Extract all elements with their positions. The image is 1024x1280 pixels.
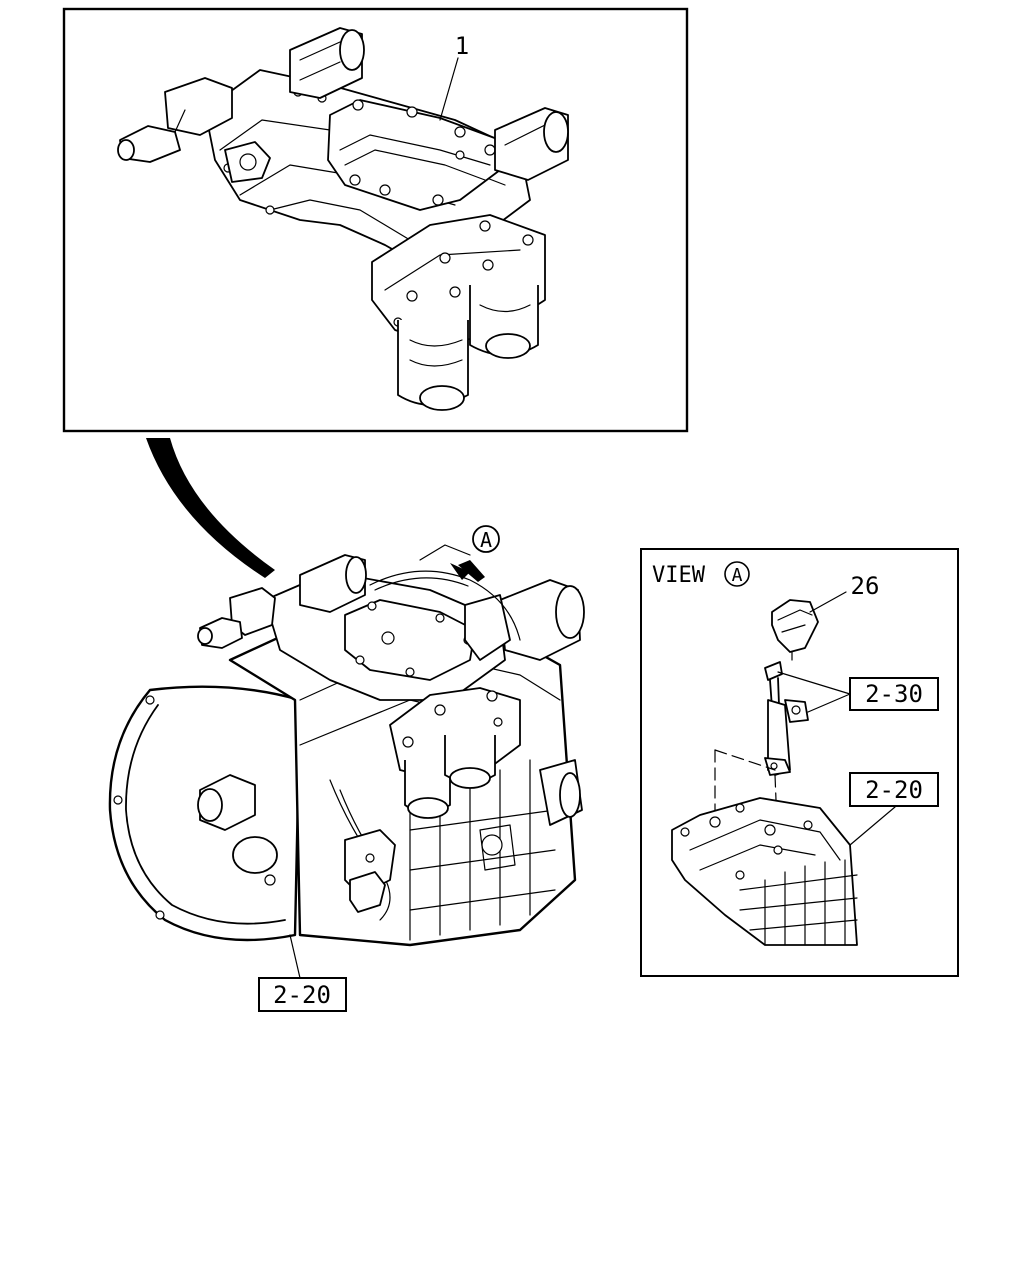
ref-2-30-label: 2-30 [865,680,923,708]
clip-26-illustration [771,599,819,661]
ref-2-20-view-leader [849,806,896,846]
ref-2-20-view-box [849,772,939,807]
view-a-panel: VIEW A 26 2-30 [640,548,959,977]
bolt-bracket-illustration [764,661,809,776]
view-a-title: VIEW [652,563,706,588]
ref-2-30-box [849,677,939,711]
shift-unit-assembly-illustration [117,27,569,411]
ref-2-30-leader-1 [777,671,851,695]
part-1-label: 1 [455,32,469,60]
ref-2-20-view-label: 2-20 [865,776,923,804]
inset-connector-curve [146,438,275,578]
callout-a: A [472,525,500,553]
view-a-letter: A [732,565,743,586]
top-inset-panel: 1 [62,7,689,433]
ref-2-20-main-label: 2-20 [273,981,331,1009]
dashed-guide-2 [714,749,776,771]
callout-a-letter: A [480,528,492,552]
part-1-leader [439,57,459,121]
ref-2-30-leader-2 [807,693,851,713]
part-26-label: 26 [851,572,880,600]
case-corner-illustration [671,797,858,946]
transmission-illustration [108,544,585,947]
view-a-circle [724,561,750,587]
part-26-leader [809,591,847,613]
ref-2-20-main: 2-20 [258,934,347,1012]
